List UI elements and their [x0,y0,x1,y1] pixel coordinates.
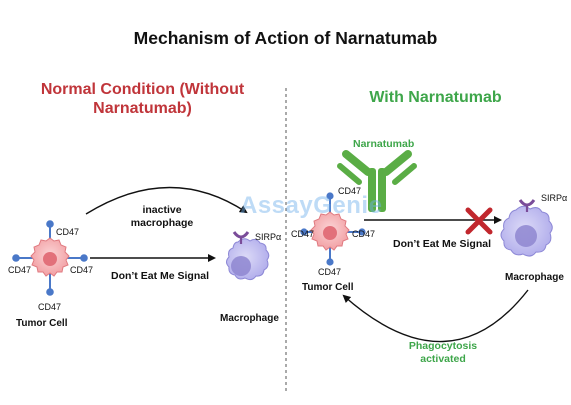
cd47-label-west-right: CD47 [291,229,315,239]
inactive-arrow [85,186,248,215]
dont-eat-me-signal-label-left: Don’t Eat Me Signal [110,270,209,282]
macrophage-label-left: Macrophage [220,313,279,324]
sirp-alpha-label-left: SIRPα [255,232,282,242]
cd47-label-bottom-left: CD47 [38,302,62,312]
diagram-title: Mechanism of Action of Narnatumab [133,28,438,48]
phagocytosis-activated-label: Phagocytosis activated [408,340,478,365]
cd47-label-top-right: CD47 [338,186,362,196]
tumor-cell-label-left: Tumor Cell [16,318,68,329]
cd47-label-east-right: CD47 [352,229,376,239]
phagocytosis-arrow [342,289,529,343]
narnatumab-antibody-icon [337,150,417,212]
cd47-label-west-left: CD47 [8,265,32,275]
macrophage-left [226,231,270,281]
cd47-label-bottom-right: CD47 [318,267,342,277]
tumor-cell-right [300,192,366,266]
macrophage-right [500,199,553,257]
right-panel-heading: With Narnatumab [369,89,502,106]
tumor-cell-left [12,220,88,296]
cd47-label-east-left: CD47 [70,265,94,275]
dont-eat-me-signal-label-right: Don’t Eat Me Signal [392,238,491,250]
block-cross-icon [465,207,493,235]
cd47-label-top-left: CD47 [56,227,80,237]
watermark: AssayGenie [240,192,383,219]
sirp-alpha-label-right: SIRPα [541,193,568,203]
narnatumab-label: Narnatumab [353,138,415,150]
macrophage-label-right: Macrophage [505,272,564,283]
inactive-macrophage-label: inactive macrophage [130,204,194,229]
left-panel-heading: Normal Condition (Without Narnatumab) [40,81,245,118]
tumor-cell-label-right: Tumor Cell [302,282,354,293]
